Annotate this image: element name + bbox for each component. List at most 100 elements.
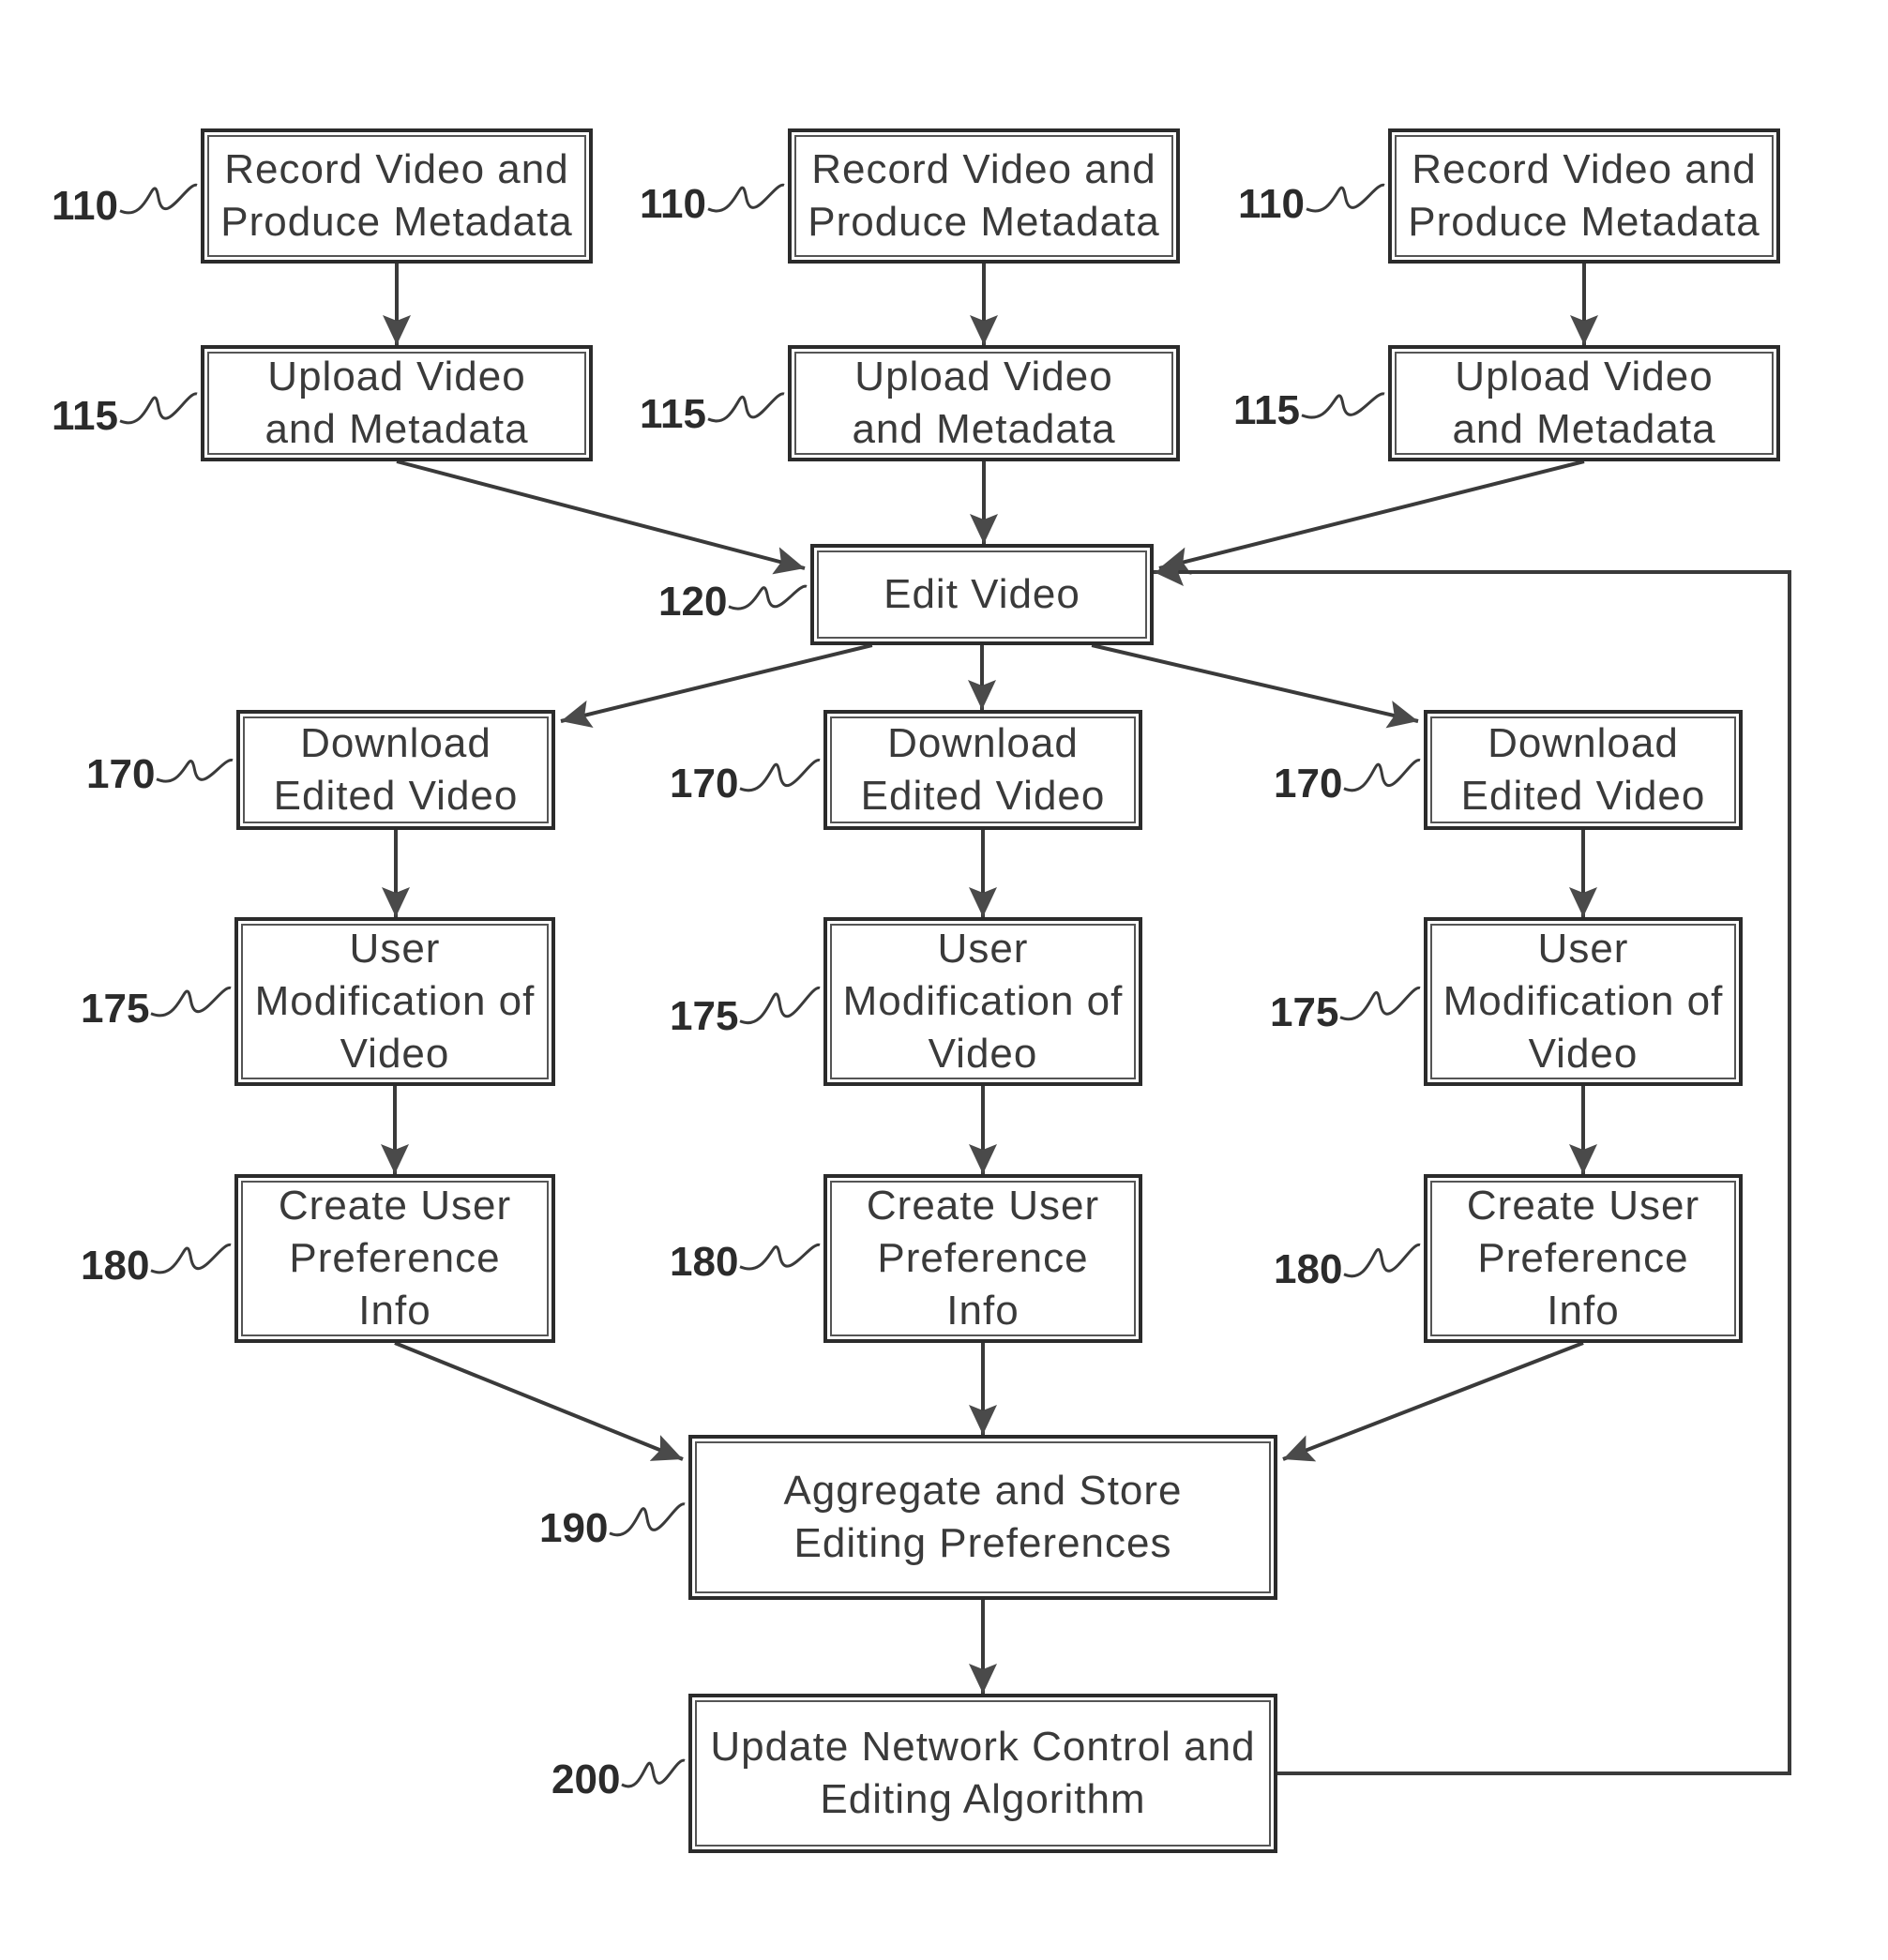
pref2-text-line-3: Info xyxy=(946,1285,1019,1337)
upload-video-box-2: Upload Videoand Metadata xyxy=(788,345,1180,461)
upd-text-line-2: Editing Algorithm xyxy=(820,1773,1145,1826)
mod3-text-line-1: User xyxy=(1538,923,1629,975)
leader-dl3 xyxy=(1344,761,1420,791)
agg-text-line-2: Editing Preferences xyxy=(794,1517,1172,1570)
create-user-preference-box-3: Create UserPreferenceInfo xyxy=(1424,1174,1743,1343)
upload-video-box-1: Upload Videoand Metadata xyxy=(201,345,593,461)
edge-pref3-to-agg xyxy=(1283,1343,1583,1459)
pref3-text-line-2: Preference xyxy=(1477,1232,1688,1285)
leader-dl2 xyxy=(740,761,820,791)
mod1-text-line-1: User xyxy=(350,923,441,975)
mod3-text-line-3: Video xyxy=(1529,1028,1639,1080)
ref-label-up2: 115 xyxy=(640,392,706,437)
rec3-text-line-2: Produce Metadata xyxy=(1408,196,1760,249)
leader-agg xyxy=(610,1504,685,1535)
edit-video-box: Edit Video xyxy=(810,544,1154,645)
create-user-preference-box-1: Create UserPreferenceInfo xyxy=(234,1174,555,1343)
aggregate-store-box: Aggregate and StoreEditing Preferences xyxy=(688,1435,1277,1600)
record-video-box-2: Record Video andProduce Metadata xyxy=(788,128,1180,264)
up1-text-line-1: Upload Video xyxy=(267,351,525,403)
up2-text-line-1: Upload Video xyxy=(854,351,1112,403)
ref-label-mod1: 175 xyxy=(81,987,149,1032)
leader-rec2 xyxy=(708,185,784,211)
leader-mod1 xyxy=(151,988,231,1016)
leader-up3 xyxy=(1302,394,1384,417)
agg-text-line-1: Aggregate and Store xyxy=(783,1465,1182,1517)
rec2-text-line-1: Record Video and xyxy=(811,143,1155,196)
leader-dl1 xyxy=(157,761,233,782)
ref-label-pref1: 180 xyxy=(81,1244,149,1289)
ref-label-rec1: 110 xyxy=(52,184,118,229)
dl2-text-line-1: Download xyxy=(887,717,1079,770)
download-edited-video-box-3: DownloadEdited Video xyxy=(1424,710,1743,830)
ref-label-rec3: 110 xyxy=(1238,182,1305,227)
rec1-text-line-2: Produce Metadata xyxy=(220,196,573,249)
up2-text-line-2: and Metadata xyxy=(852,403,1115,456)
ref-label-pref3: 180 xyxy=(1274,1247,1342,1292)
leader-up2 xyxy=(708,394,784,421)
ref-label-dl1: 170 xyxy=(86,752,155,797)
user-modification-box-2: UserModification ofVideo xyxy=(823,917,1142,1086)
ref-label-pref2: 180 xyxy=(670,1240,738,1285)
edit-text-line-1: Edit Video xyxy=(884,568,1080,621)
mod1-text-line-2: Modification of xyxy=(255,975,536,1028)
edge-pref1-to-agg xyxy=(395,1343,683,1459)
pref1-text-line-2: Preference xyxy=(289,1232,500,1285)
leader-up1 xyxy=(120,394,197,423)
upd-text-line-1: Update Network Control and xyxy=(710,1721,1255,1773)
leader-upd xyxy=(622,1760,685,1787)
leader-mod3 xyxy=(1340,988,1420,1018)
ref-label-upd: 200 xyxy=(551,1757,620,1802)
update-network-box: Update Network Control andEditing Algori… xyxy=(688,1694,1277,1853)
mod3-text-line-2: Modification of xyxy=(1443,975,1724,1028)
ref-label-up3: 115 xyxy=(1233,388,1300,433)
record-video-box-1: Record Video andProduce Metadata xyxy=(201,128,593,264)
ref-label-mod3: 175 xyxy=(1270,990,1338,1035)
user-modification-box-1: UserModification ofVideo xyxy=(234,917,555,1086)
dl1-text-line-2: Edited Video xyxy=(274,770,519,822)
mod1-text-line-3: Video xyxy=(340,1028,450,1080)
leader-pref1 xyxy=(151,1244,231,1273)
dl3-text-line-1: Download xyxy=(1488,717,1679,770)
edge-up3-to-edit xyxy=(1159,461,1584,568)
edge-up1-to-edit xyxy=(397,461,805,568)
rec3-text-line-1: Record Video and xyxy=(1412,143,1756,196)
create-user-preference-box-2: Create UserPreferenceInfo xyxy=(823,1174,1142,1343)
leader-pref2 xyxy=(740,1244,820,1269)
ref-label-dl3: 170 xyxy=(1274,761,1342,807)
pref2-text-line-1: Create User xyxy=(867,1180,1099,1232)
leader-pref3 xyxy=(1344,1244,1420,1275)
rec2-text-line-2: Produce Metadata xyxy=(808,196,1160,249)
leader-mod2 xyxy=(740,988,820,1022)
leader-edit xyxy=(729,586,807,609)
mod2-text-line-1: User xyxy=(938,923,1029,975)
rec1-text-line-1: Record Video and xyxy=(224,143,568,196)
ref-label-up1: 115 xyxy=(52,394,118,439)
up1-text-line-2: and Metadata xyxy=(264,403,528,456)
dl2-text-line-2: Edited Video xyxy=(861,770,1106,822)
pref3-text-line-1: Create User xyxy=(1467,1180,1699,1232)
user-modification-box-3: UserModification ofVideo xyxy=(1424,917,1743,1086)
leader-rec3 xyxy=(1306,185,1384,211)
pref2-text-line-2: Preference xyxy=(877,1232,1088,1285)
up3-text-line-1: Upload Video xyxy=(1455,351,1713,403)
dl1-text-line-1: Download xyxy=(300,717,491,770)
dl3-text-line-2: Edited Video xyxy=(1461,770,1706,822)
ref-label-agg: 190 xyxy=(539,1506,608,1551)
download-edited-video-box-1: DownloadEdited Video xyxy=(236,710,555,830)
download-edited-video-box-2: DownloadEdited Video xyxy=(823,710,1142,830)
up3-text-line-2: and Metadata xyxy=(1452,403,1715,456)
mod2-text-line-2: Modification of xyxy=(843,975,1124,1028)
leader-rec1 xyxy=(120,185,197,213)
upload-video-box-3: Upload Videoand Metadata xyxy=(1388,345,1780,461)
pref3-text-line-3: Info xyxy=(1547,1285,1619,1337)
mod2-text-line-3: Video xyxy=(929,1028,1038,1080)
ref-label-edit: 120 xyxy=(658,580,727,625)
ref-label-rec2: 110 xyxy=(640,182,706,227)
ref-label-mod2: 175 xyxy=(670,994,738,1039)
pref1-text-line-1: Create User xyxy=(279,1180,511,1232)
record-video-box-3: Record Video andProduce Metadata xyxy=(1388,128,1780,264)
ref-label-dl2: 170 xyxy=(670,761,738,807)
pref1-text-line-3: Info xyxy=(358,1285,430,1337)
